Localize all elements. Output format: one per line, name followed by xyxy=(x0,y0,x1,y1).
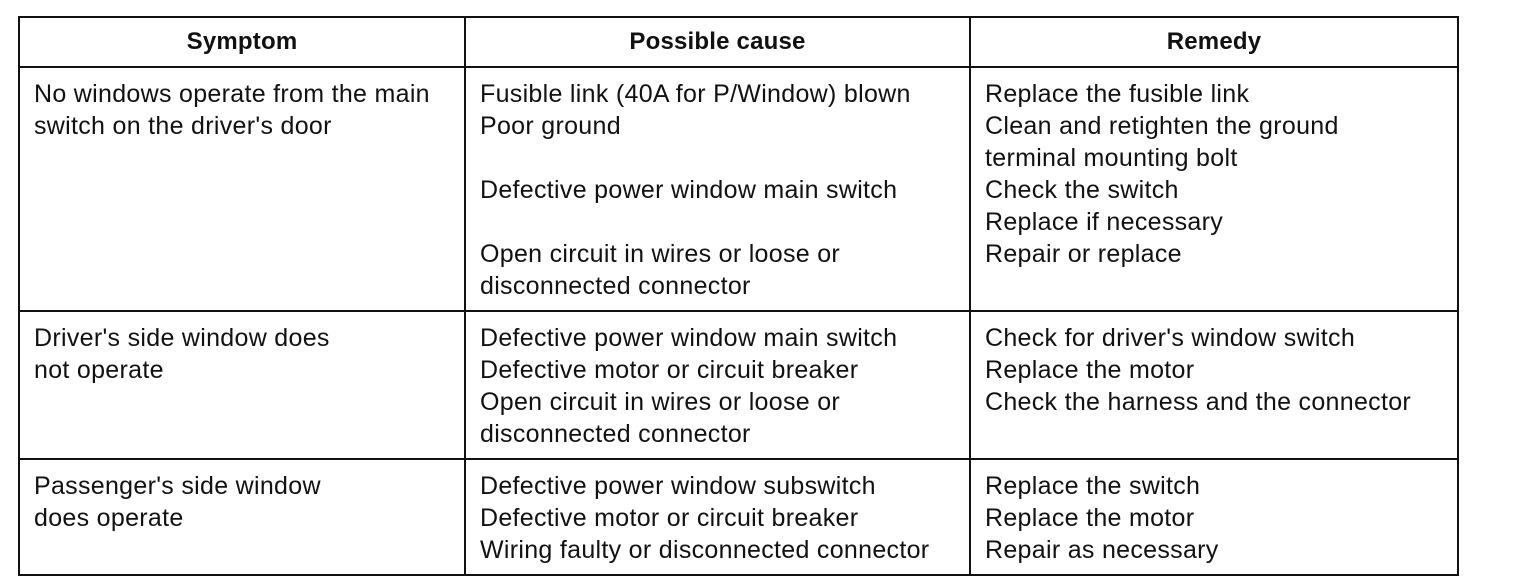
cause-line: Open circuit in wires or loose or xyxy=(480,240,841,268)
header-symptom: Symptom xyxy=(18,16,466,68)
header-possible-cause: Possible cause xyxy=(464,16,971,68)
table-row: Driver's side window does not operate De… xyxy=(18,310,1459,460)
symptom-cell: Passenger's side window does operate xyxy=(18,458,466,576)
cause-line: Fusible link (40A for P/Window) blown xyxy=(480,80,911,108)
remedy-cell: Replace the fusible link Clean and retig… xyxy=(969,66,1459,312)
cause-line: Defective power window main switch xyxy=(480,324,898,352)
remedy-line: Check the harness and the connector xyxy=(985,388,1412,416)
symptom-cell: No windows operate from the main switch … xyxy=(18,66,466,312)
cause-line: Wiring faulty or disconnected connector xyxy=(480,536,930,564)
remedy-cell: Check for driver's window switch Replace… xyxy=(969,310,1459,460)
symptom-line: Driver's side window does xyxy=(34,324,330,352)
troubleshooting-table: Symptom Possible cause Remedy No windows… xyxy=(18,16,1459,576)
remedy-line: Clean and retighten the ground xyxy=(985,112,1339,140)
cause-cell: Defective power window main switch Defec… xyxy=(464,310,971,460)
header-remedy: Remedy xyxy=(969,16,1459,68)
remedy-line: terminal mounting bolt xyxy=(985,144,1238,172)
symptom-line: Passenger's side window xyxy=(34,472,321,500)
symptom-cell: Driver's side window does not operate xyxy=(18,310,466,460)
remedy-cell: Replace the switch Replace the motor Rep… xyxy=(969,458,1459,576)
cause-line: disconnected connector xyxy=(480,420,751,448)
cause-cell: Defective power window subswitch Defecti… xyxy=(464,458,971,576)
table-row: Passenger's side window does operate Def… xyxy=(18,458,1459,576)
cause-line: Defective motor or circuit breaker xyxy=(480,504,859,532)
cause-spacer xyxy=(480,206,957,238)
cause-line: Open circuit in wires or loose or xyxy=(480,388,841,416)
remedy-line: Replace the motor xyxy=(985,356,1195,384)
symptom-line: No windows operate from the main xyxy=(34,80,430,108)
remedy-line: Check for driver's window switch xyxy=(985,324,1356,352)
remedy-line: Repair as necessary xyxy=(985,536,1219,564)
remedy-line: Replace if necessary xyxy=(985,208,1224,236)
remedy-line: Replace the motor xyxy=(985,504,1195,532)
symptom-line: not operate xyxy=(34,356,164,384)
cause-cell: Fusible link (40A for P/Window) blown Po… xyxy=(464,66,971,312)
cause-line: Defective power window main switch xyxy=(480,176,898,204)
header-row: Symptom Possible cause Remedy xyxy=(18,16,1459,68)
cause-line: disconnected connector xyxy=(480,272,751,300)
remedy-line: Check the switch xyxy=(985,176,1179,204)
cause-line: Defective power window subswitch xyxy=(480,472,876,500)
remedy-line: Replace the switch xyxy=(985,472,1201,500)
cause-line: Poor ground xyxy=(480,112,621,140)
remedy-line: Replace the fusible link xyxy=(985,80,1250,108)
cause-spacer xyxy=(480,142,957,174)
table-row: No windows operate from the main switch … xyxy=(18,66,1459,312)
cause-line: Defective motor or circuit breaker xyxy=(480,356,859,384)
symptom-line: switch on the driver's door xyxy=(34,112,332,140)
symptom-line: does operate xyxy=(34,504,184,532)
remedy-line: Repair or replace xyxy=(985,240,1182,268)
troubleshooting-table-container: Symptom Possible cause Remedy No windows… xyxy=(18,16,1459,576)
